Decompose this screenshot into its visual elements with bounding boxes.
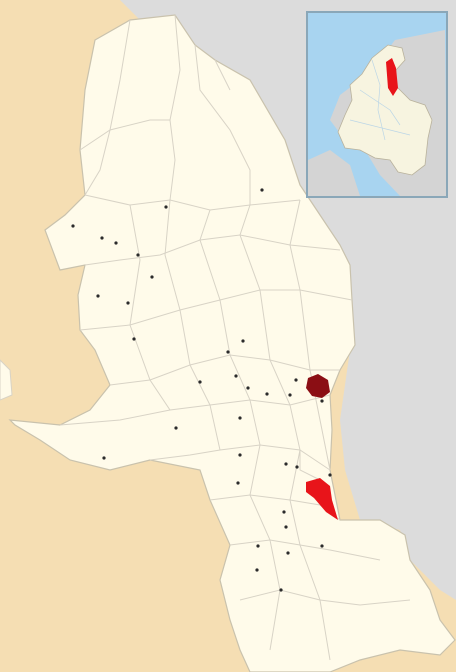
municipality-dark-highlight [306,374,330,398]
town-marker [238,453,242,457]
town-marker [126,301,130,305]
town-marker [96,294,100,298]
town-marker [150,275,154,279]
town-marker [114,241,118,245]
town-marker [102,456,106,460]
town-marker [320,399,324,403]
municipal-boundaries [59,14,411,661]
town-marker [284,462,288,466]
town-marker [238,416,242,420]
town-marker [328,473,332,477]
town-marker [164,205,168,209]
inset-neighbor-south [308,150,360,196]
town-marker [136,253,140,257]
inset-country [337,44,433,176]
town-marker [260,188,264,192]
town-marker [282,510,286,514]
town-marker [198,380,202,384]
town-marker [100,236,104,240]
town-marker [279,588,283,592]
town-marker [286,551,290,555]
town-marker [236,481,240,485]
town-marker [320,544,324,548]
town-marker [246,386,250,390]
town-marker [174,426,178,430]
town-marker [234,374,238,378]
town-marker [288,393,292,397]
inset-locator-map [306,11,448,198]
town-marker [255,568,259,572]
town-marker [284,525,288,529]
town-marker [265,392,269,396]
municipality-highlight [306,478,338,520]
town-marker [241,339,245,343]
town-marker [295,465,299,469]
inset-department-highlight [386,58,398,96]
town-marker [132,337,136,341]
town-markers [71,188,332,592]
town-marker [226,350,230,354]
western-coast-piece [0,359,13,401]
town-marker [294,378,298,382]
town-marker [71,224,75,228]
town-marker [256,544,260,548]
